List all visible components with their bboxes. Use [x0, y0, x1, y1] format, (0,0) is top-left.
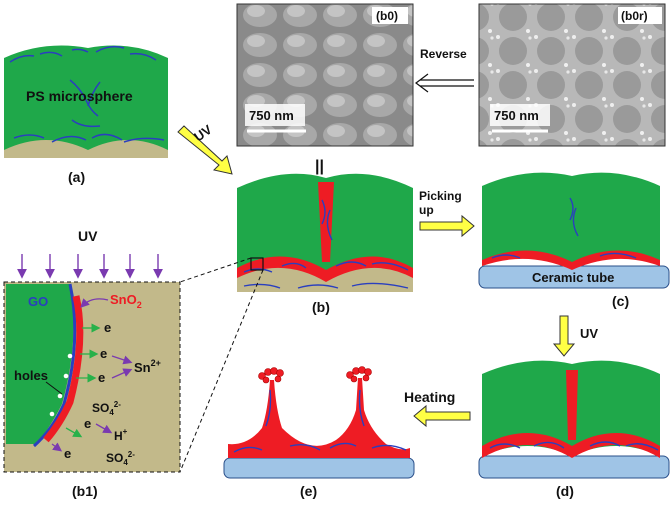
- panel-e-go-sheets: [233, 389, 407, 453]
- uv-arrow-a-to-b: UV: [177, 122, 233, 175]
- panel-e-label: (e): [300, 483, 317, 499]
- panel-d-sno2-layer: [482, 370, 660, 458]
- zoom-line-bottom: [179, 269, 264, 473]
- b0r-label: (b0r): [621, 9, 648, 23]
- b0r-scale-text: 750 nm: [494, 108, 539, 123]
- panel-b: (b): [237, 173, 413, 315]
- uv-arrow-shape: [177, 125, 233, 175]
- panel-a-go-sheets: [9, 45, 165, 143]
- panel-e-nanoparticle-cluster-right: [346, 366, 372, 383]
- b1-sno2-pointer: [80, 298, 109, 308]
- b0-label-box: [372, 7, 408, 24]
- b1-holes-label: holes: [14, 368, 48, 383]
- panel-a: PS microsphere (a): [4, 45, 168, 185]
- heating-label: Heating: [404, 389, 455, 405]
- b1-e-2: e: [100, 346, 107, 361]
- panel-c-sno2-layer: [482, 250, 660, 270]
- reverse-arrow: Reverse: [415, 47, 474, 93]
- b1-electron-arrows: [65, 323, 101, 438]
- panel-e-sno2-network: [228, 378, 410, 458]
- b1-ps-sphere: [6, 284, 74, 444]
- panel-b1-inset: UV GO SnO2 holes e e e e e: [3, 228, 181, 499]
- panel-b-zoom-box: [250, 257, 264, 271]
- b1-holes: [49, 353, 73, 417]
- panel-d: (d): [478, 360, 670, 499]
- ceramic-tube-d: [478, 455, 670, 479]
- panel-b-sno2-layer: [237, 182, 413, 282]
- b1-uv-rays: [17, 254, 163, 279]
- panel-b0r-sem-image: (b0r) 750 nm: [478, 3, 666, 147]
- equivalence-marker: ||: [315, 158, 324, 175]
- uv-c-d-label: UV: [580, 326, 598, 341]
- b0-scale-text: 750 nm: [249, 108, 294, 123]
- b1-go-sheet: [33, 283, 77, 448]
- panel-d-label: (d): [556, 483, 574, 499]
- panel-b1-label: (b1): [72, 483, 98, 499]
- heating-arrow: Heating: [404, 389, 471, 428]
- ceramic-tube-label: Ceramic tube: [532, 270, 614, 285]
- picking-up-arrow: Picking up: [419, 189, 475, 238]
- panel-c: Ceramic tube (c): [478, 172, 670, 309]
- panel-b-go-sheets: [243, 199, 409, 289]
- picking-up-label: Picking up: [419, 189, 465, 217]
- panel-a-text: PS microsphere: [26, 88, 133, 104]
- b1-h-label: H+: [114, 427, 128, 443]
- b0r-label-box: [618, 7, 662, 24]
- panel-c-go-sheets: [491, 197, 637, 259]
- b0-label: (b0): [376, 9, 398, 23]
- panel-e: (e): [223, 366, 415, 499]
- b1-sno2-label: SnO2: [110, 292, 142, 310]
- b1-e-3: e: [98, 370, 105, 385]
- b1-uv-label: UV: [78, 228, 98, 244]
- b1-so4-label-2: SO42-: [106, 450, 135, 467]
- panel-d-go-sheets: [489, 441, 659, 451]
- panel-b-label: (b): [312, 299, 330, 315]
- b1-sno2-layer: [43, 295, 84, 443]
- b1-reaction-arrows: [51, 355, 133, 452]
- b1-e-5: e: [64, 446, 71, 461]
- b1-so4-label-1: SO42-: [92, 400, 121, 417]
- panel-b0-sem-image: (b0) 750 nm: [236, 3, 414, 147]
- b1-go-label: GO: [28, 294, 48, 309]
- b1-e-1: e: [104, 320, 111, 335]
- panel-c-label: (c): [612, 293, 629, 309]
- uv-arrow-c-to-d: UV: [552, 315, 598, 357]
- panel-a-label: (a): [68, 169, 85, 185]
- reverse-label: Reverse: [420, 47, 467, 61]
- panel-e-nanoparticle-cluster-left: [258, 367, 284, 384]
- panel-a-microspheres: [4, 45, 168, 150]
- b1-e-4: e: [84, 416, 91, 431]
- ceramic-tube-e: [223, 457, 415, 479]
- b1-sn2-label: Sn2+: [134, 358, 161, 375]
- zoom-line-top: [179, 257, 252, 283]
